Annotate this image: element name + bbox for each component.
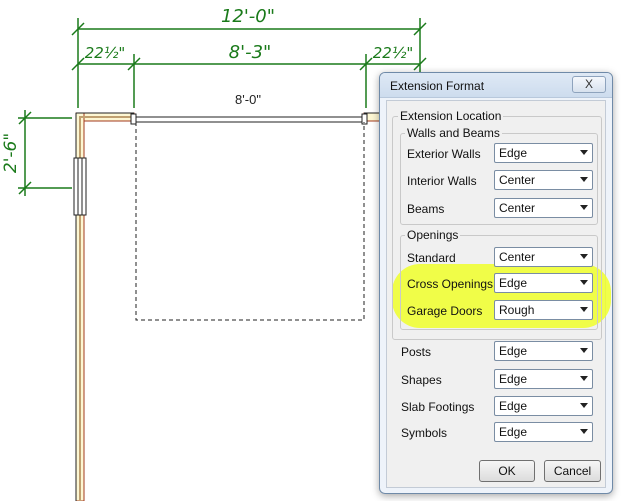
standard-value: Center [499, 250, 536, 264]
slab-footings-select[interactable]: Edge [494, 396, 593, 416]
symbols-label: Symbols [401, 426, 448, 440]
interior-walls-label: Interior Walls [407, 174, 477, 188]
beams-select[interactable]: Center [494, 198, 593, 218]
dialog-titlebar[interactable]: Extension Format X [380, 73, 612, 98]
shapes-label: Shapes [401, 373, 442, 387]
symbols-select[interactable]: Edge [494, 422, 593, 442]
garage-doors-value: Rough [499, 303, 535, 317]
cross-openings-select[interactable]: Edge [494, 273, 593, 293]
cancel-button[interactable]: Cancel [544, 460, 601, 482]
walls-and-beams-title: Walls and Beams [405, 126, 502, 140]
openings-title: Openings [405, 228, 461, 242]
chevron-down-icon [580, 254, 588, 259]
dimension-lines [18, 18, 427, 196]
garage-door-opening [130, 113, 368, 321]
window-symbol [73, 157, 87, 216]
standard-label: Standard [407, 251, 456, 265]
garage-doors-select[interactable]: Rough [494, 300, 593, 320]
ok-button[interactable]: OK [479, 460, 535, 482]
interior-walls-value: Center [499, 173, 536, 187]
beams-label: Beams [407, 202, 445, 216]
chevron-down-icon [580, 307, 588, 312]
posts-select[interactable]: Edge [494, 341, 593, 361]
left-offset-dimension-text: 22½" [85, 44, 126, 62]
posts-value: Edge [499, 344, 528, 358]
exterior-walls-label: Exterior Walls [407, 147, 481, 161]
slab-footings-value: Edge [499, 399, 528, 413]
close-button[interactable]: X [572, 76, 606, 93]
beams-value: Center [499, 201, 536, 215]
cross-openings-label: Cross Openings [407, 277, 494, 291]
symbols-value: Edge [499, 425, 528, 439]
left-wall [75, 112, 135, 501]
shapes-value: Edge [499, 372, 528, 386]
garage-doors-label: Garage Doors [407, 304, 483, 318]
chevron-down-icon [580, 150, 588, 155]
chevron-down-icon [580, 376, 588, 381]
dialog-title: Extension Format [390, 79, 485, 93]
posts-label: Posts [401, 345, 432, 359]
chevron-down-icon [580, 280, 588, 285]
standard-select[interactable]: Center [494, 247, 593, 267]
overall-dimension-text: 12'-0" [221, 6, 275, 27]
chevron-down-icon [580, 177, 588, 182]
chevron-down-icon [580, 403, 588, 408]
chevron-down-icon [580, 429, 588, 434]
vertical-dimension-text: 2'-6" [1, 133, 21, 173]
opening-width-label: 8'-0" [235, 92, 261, 107]
exterior-walls-value: Edge [499, 146, 528, 160]
opening-dimension-text: 8'-3" [229, 42, 272, 63]
chevron-down-icon [580, 205, 588, 210]
cross-openings-value: Edge [499, 276, 528, 290]
extension-location-title: Extension Location [398, 109, 504, 123]
right-offset-dimension-text: 22½" [373, 44, 414, 62]
openings-group [400, 235, 598, 330]
chevron-down-icon [580, 348, 588, 353]
interior-walls-select[interactable]: Center [494, 170, 593, 190]
exterior-walls-select[interactable]: Edge [494, 143, 593, 163]
shapes-select[interactable]: Edge [494, 369, 593, 389]
slab-footings-label: Slab Footings [401, 400, 475, 414]
